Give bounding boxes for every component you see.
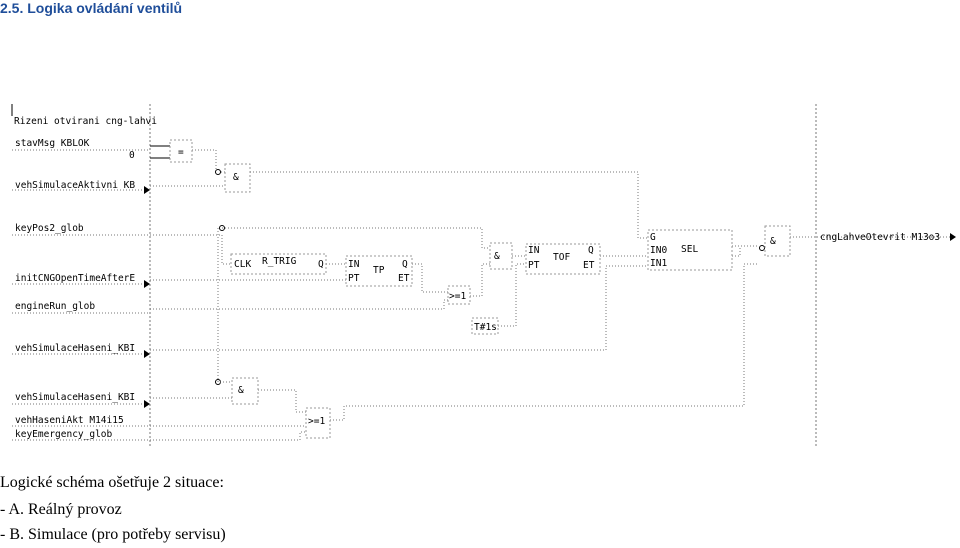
description-line-1: Logické schéma ošetřuje 2 situace: — [0, 474, 224, 491]
logic-diagram: Rizeni otvirani cng-lahvi stavMsg KBLOK … — [11, 104, 956, 448]
and-block-1-label: & — [233, 172, 239, 183]
and-block-4: & — [231, 377, 259, 405]
or-block-2-label: >=1 — [308, 416, 325, 427]
rtrig-q-label: Q — [318, 259, 324, 270]
input-keypos2: keyPos2_glob — [15, 223, 84, 234]
tp-block: IN PT TP Q ET — [345, 255, 413, 287]
arrow-icon — [144, 350, 150, 358]
and-block-2-label: & — [494, 251, 500, 262]
or-block-2: >=1 — [305, 407, 331, 439]
sel-g-label: G — [650, 232, 656, 243]
tof-et-label: ET — [583, 260, 595, 271]
sel-title: SEL — [681, 244, 698, 255]
wire — [412, 263, 448, 293]
output-label: cngLahveOtevrit M13o3 — [820, 232, 940, 243]
input-vehhaseni-akt: vehHaseniAkt M14i15 — [15, 415, 124, 426]
input-enginerun: engineRun_glob — [15, 301, 95, 312]
tof-in-label: IN — [528, 245, 540, 256]
wire — [150, 431, 306, 441]
diagram-header: Rizeni otvirani cng-lahvi — [14, 116, 157, 127]
wire — [217, 228, 232, 383]
tp-q-label: Q — [402, 259, 408, 270]
input-keyemergency: keyEmergency_glob — [15, 429, 113, 440]
section-title: 2.5. Logika ovládání ventilů — [0, 0, 183, 16]
input-vehsimulace-aktivni: vehSimulaceAktivni KB — [15, 180, 135, 191]
tp-title: TP — [373, 265, 385, 276]
wire — [470, 263, 490, 297]
or-block-1-label: >=1 — [449, 291, 466, 302]
arrow-icon — [950, 233, 956, 241]
tp-pt-label: PT — [348, 273, 360, 284]
and-block-4-label: & — [238, 385, 244, 396]
wire — [150, 234, 231, 265]
wire — [150, 265, 648, 351]
wire — [258, 389, 306, 413]
rtrig-block: CLK R_TRIG Q — [230, 253, 327, 275]
tof-title: TOF — [553, 252, 570, 263]
rtrig-title: R_TRIG — [262, 256, 297, 267]
input-vehsimulace-haseni: vehSimulaceHaseni_KBI — [15, 343, 135, 354]
input-vehsimulace-haseni-2: vehSimulaceHaseni_KBI — [15, 392, 135, 403]
description-line-3: - B. Simulace (pro potřeby servisu) — [0, 526, 226, 543]
and-block-3-label: & — [770, 236, 776, 247]
wire — [250, 171, 648, 239]
tp-et-label: ET — [398, 273, 410, 284]
negation-icon — [759, 245, 765, 251]
wire — [330, 263, 758, 421]
tof-constant-label: T#1s — [474, 322, 497, 333]
sel-block: G IN0 IN1 SEL — [647, 229, 733, 271]
wire — [498, 263, 526, 327]
tof-q-label: Q — [588, 245, 594, 256]
arrow-icon — [144, 186, 150, 194]
eq-block-label: = — [178, 147, 184, 158]
sel-in0-label: IN0 — [650, 245, 667, 256]
and-block-1: & — [224, 163, 251, 193]
tof-block: IN PT TOF Q ET — [525, 243, 601, 275]
constant-zero: 0 — [129, 150, 135, 161]
wire — [222, 227, 490, 249]
rtrig-clk-label: CLK — [234, 259, 251, 270]
wire — [192, 149, 225, 173]
and-block-3: & — [764, 225, 791, 257]
arrow-icon — [144, 400, 150, 408]
sel-in1-label: IN1 — [650, 258, 667, 269]
tof-pt-label: PT — [528, 260, 540, 271]
input-initcng: initCNGOpenTimeAfterE — [15, 273, 135, 284]
tof-constant: T#1s — [471, 317, 499, 335]
tp-in-label: IN — [348, 259, 360, 270]
description-line-2: - A. Reálný provoz — [0, 501, 122, 518]
wire — [732, 246, 741, 257]
negation-icon — [215, 169, 221, 175]
or-block-1: >=1 — [447, 285, 471, 305]
eq-block: = — [169, 139, 193, 163]
wire — [150, 299, 448, 310]
arrow-icon — [144, 280, 150, 288]
input-stavmsg: stavMsg KBLOK — [15, 138, 90, 149]
and-block-2: & — [489, 242, 513, 270]
